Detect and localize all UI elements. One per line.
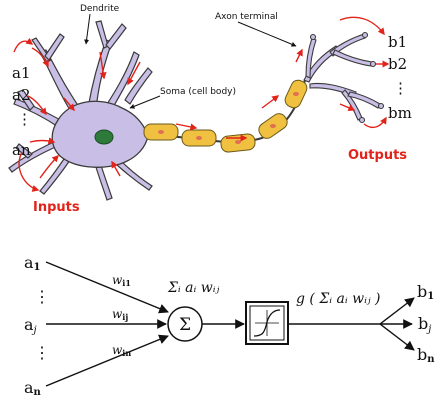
- soma-label: Soma (cell body): [160, 87, 236, 97]
- dendrite-label: Dendrite: [80, 4, 120, 14]
- sigmoid-curve: [253, 309, 281, 337]
- neuron-input-dots: ⋮: [17, 110, 32, 128]
- weighted-input-arrows: [45, 261, 169, 387]
- neuron-input-1: a1: [12, 64, 31, 82]
- model-output-j: bj: [418, 314, 431, 335]
- model-input-n: an: [24, 378, 42, 398]
- myelin-nuclei: [158, 92, 299, 144]
- summation-symbol: Σ: [179, 315, 191, 335]
- nucleus: [94, 129, 114, 145]
- weight-in: win: [112, 343, 131, 358]
- model-input-dots-bottom: ⋮: [34, 343, 50, 362]
- label-leaders: [84, 13, 297, 109]
- neuron-input-2: a2: [12, 86, 31, 104]
- activation-expression: g ( Σᵢ aᵢ wᵢⱼ ): [296, 291, 381, 307]
- dendrites: [8, 20, 153, 201]
- neuron-input-n: an: [12, 141, 31, 159]
- weight-i1: wi1: [112, 273, 131, 288]
- neuron-output-1: b1: [388, 33, 407, 51]
- neuron-output-m: bm: [388, 104, 412, 122]
- outputs-label: Outputs: [348, 148, 407, 163]
- model-input-j: aj: [24, 315, 37, 336]
- axon-terminal-label: Axon terminal: [215, 12, 278, 22]
- signal-arrows: [13, 16, 390, 192]
- inputs-label: Inputs: [33, 200, 80, 215]
- biological-neuron: Dendrite Axon terminal Soma (cell body) …: [8, 4, 412, 215]
- model-output-n: bn: [417, 345, 435, 365]
- activation-function-box: [245, 301, 289, 345]
- weight-ij: wij: [112, 307, 128, 322]
- model-output-1: b1: [417, 282, 434, 302]
- model-input-dots-top: ⋮: [34, 287, 50, 306]
- axon-terminals: [303, 31, 385, 124]
- model-input-1: a1: [24, 253, 41, 273]
- output-arrows: [288, 297, 415, 351]
- neuron-output-dots: ⋮: [393, 79, 408, 97]
- neuron-output-2: b2: [388, 55, 407, 73]
- artificial-neuron-model: a1 ⋮ aj ⋮ an wi1 wij win Σ Σᵢ aᵢ wᵢⱼ g (…: [24, 253, 435, 398]
- weighted-sum-expression: Σᵢ aᵢ wᵢⱼ: [167, 280, 220, 296]
